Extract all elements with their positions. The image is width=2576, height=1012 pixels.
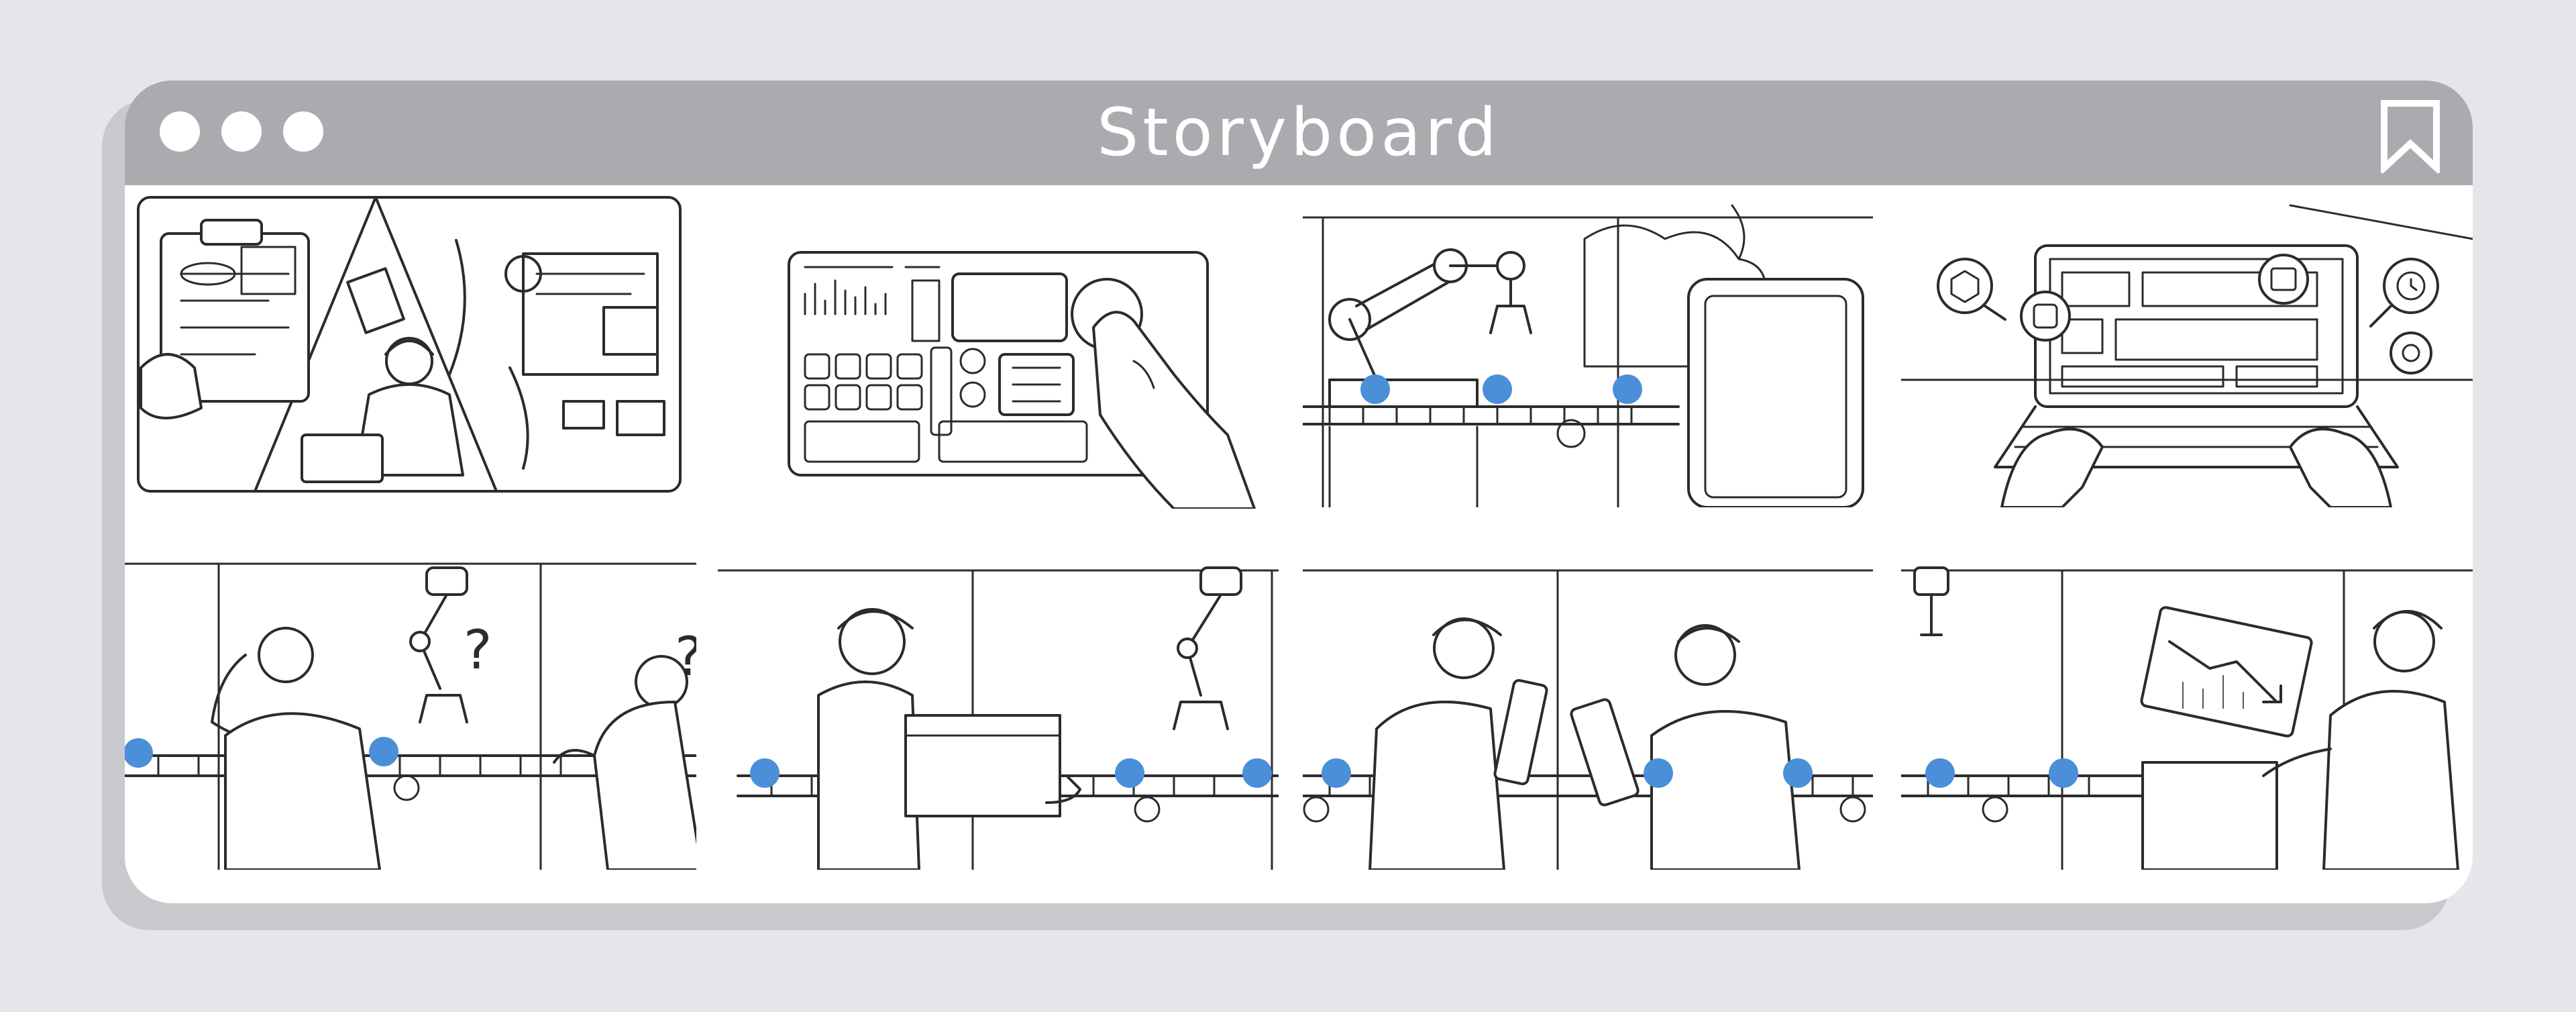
- window-title: Storyboard: [1097, 95, 1501, 171]
- conveyor-marker: [1115, 758, 1144, 788]
- conveyor-marker: [1644, 758, 1673, 788]
- conveyor-marker: [1783, 758, 1813, 788]
- conveyor-marker: [2049, 758, 2078, 788]
- panel-2-illustration: [788, 251, 1256, 509]
- conveyor-marker: [125, 738, 153, 768]
- conveyor-marker: [1360, 374, 1390, 404]
- storyboard-panel-7[interactable]: [1303, 561, 1873, 870]
- svg-text:?: ?: [464, 619, 492, 681]
- bookmark-icon[interactable]: [2377, 99, 2443, 173]
- storyboard-panel-6[interactable]: [718, 561, 1279, 870]
- window-control-dot-2[interactable]: [221, 111, 262, 152]
- conveyor-marker: [1613, 374, 1642, 404]
- conveyor-marker: [1483, 374, 1512, 404]
- panel-3-illustration: [1303, 204, 1873, 507]
- storyboard-panel-1[interactable]: [134, 193, 684, 495]
- conveyor-marker: [1925, 758, 1955, 788]
- window-control-dot-1[interactable]: [160, 111, 200, 152]
- storyboard-window: Storyboard: [125, 81, 2473, 903]
- storyboard-panel-3[interactable]: [1303, 185, 1873, 507]
- panel-4-illustration: [1901, 204, 2473, 507]
- conveyor-marker: [369, 737, 398, 766]
- conveyor-marker: [1242, 758, 1272, 788]
- window-control-dot-3[interactable]: [283, 111, 323, 152]
- conveyor-marker: [750, 758, 780, 788]
- conveyor-marker: [1322, 758, 1351, 788]
- storyboard-panel-4[interactable]: [1901, 185, 2473, 507]
- panel-8-illustration: [1901, 566, 2473, 870]
- panel-5-illustration: ? ?: [125, 562, 696, 870]
- storyboard-panel-2[interactable]: [718, 193, 1272, 509]
- storyboard-panel-5[interactable]: ? ?: [125, 561, 696, 870]
- panel-1-illustration: [137, 196, 682, 493]
- storyboard-panel-8[interactable]: [1901, 561, 2473, 870]
- panel-6-illustration: [718, 566, 1279, 870]
- storyboard-grid: ? ?: [125, 185, 2473, 903]
- panel-7-illustration: [1303, 569, 1873, 870]
- title-bar: Storyboard: [125, 81, 2473, 185]
